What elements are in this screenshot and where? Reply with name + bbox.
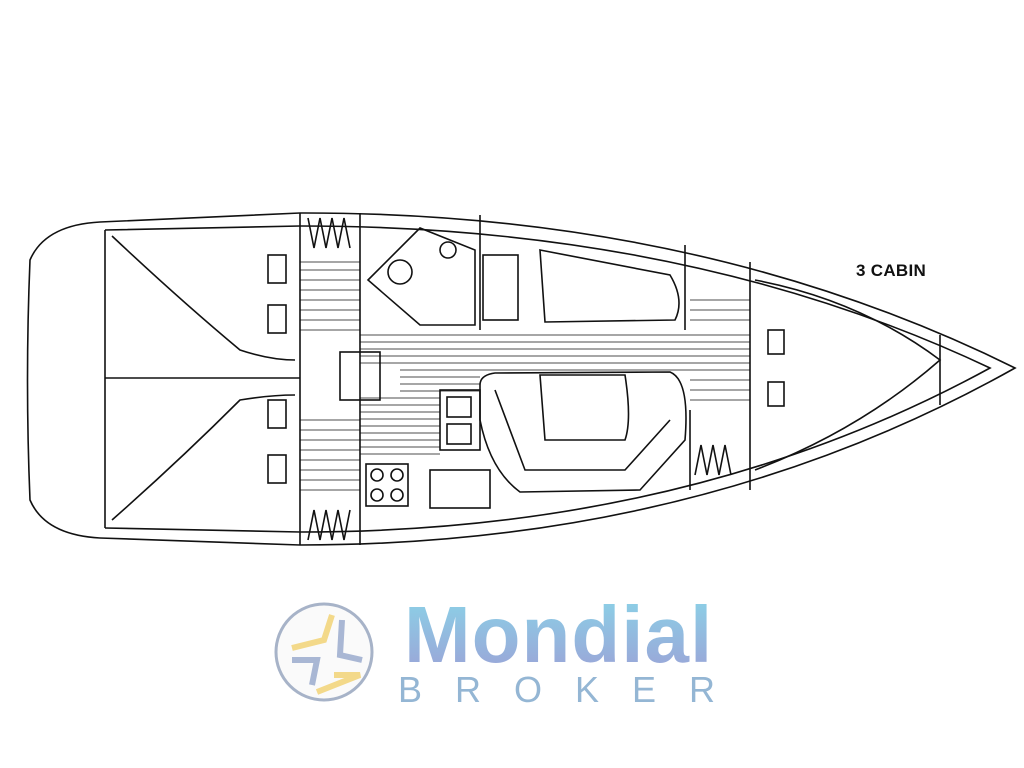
cabin-count-label: 3 CABIN xyxy=(856,261,927,280)
logo-emblem-icon xyxy=(274,602,374,702)
hull-outline xyxy=(26,212,1017,546)
hull-inner xyxy=(104,225,992,533)
mondial-broker-logo: Mondial BROKER xyxy=(272,590,762,710)
brand-subtitle: BROKER xyxy=(398,669,749,710)
boat-layout-diagram xyxy=(26,212,1017,546)
brand-name: Mondial xyxy=(404,590,714,679)
